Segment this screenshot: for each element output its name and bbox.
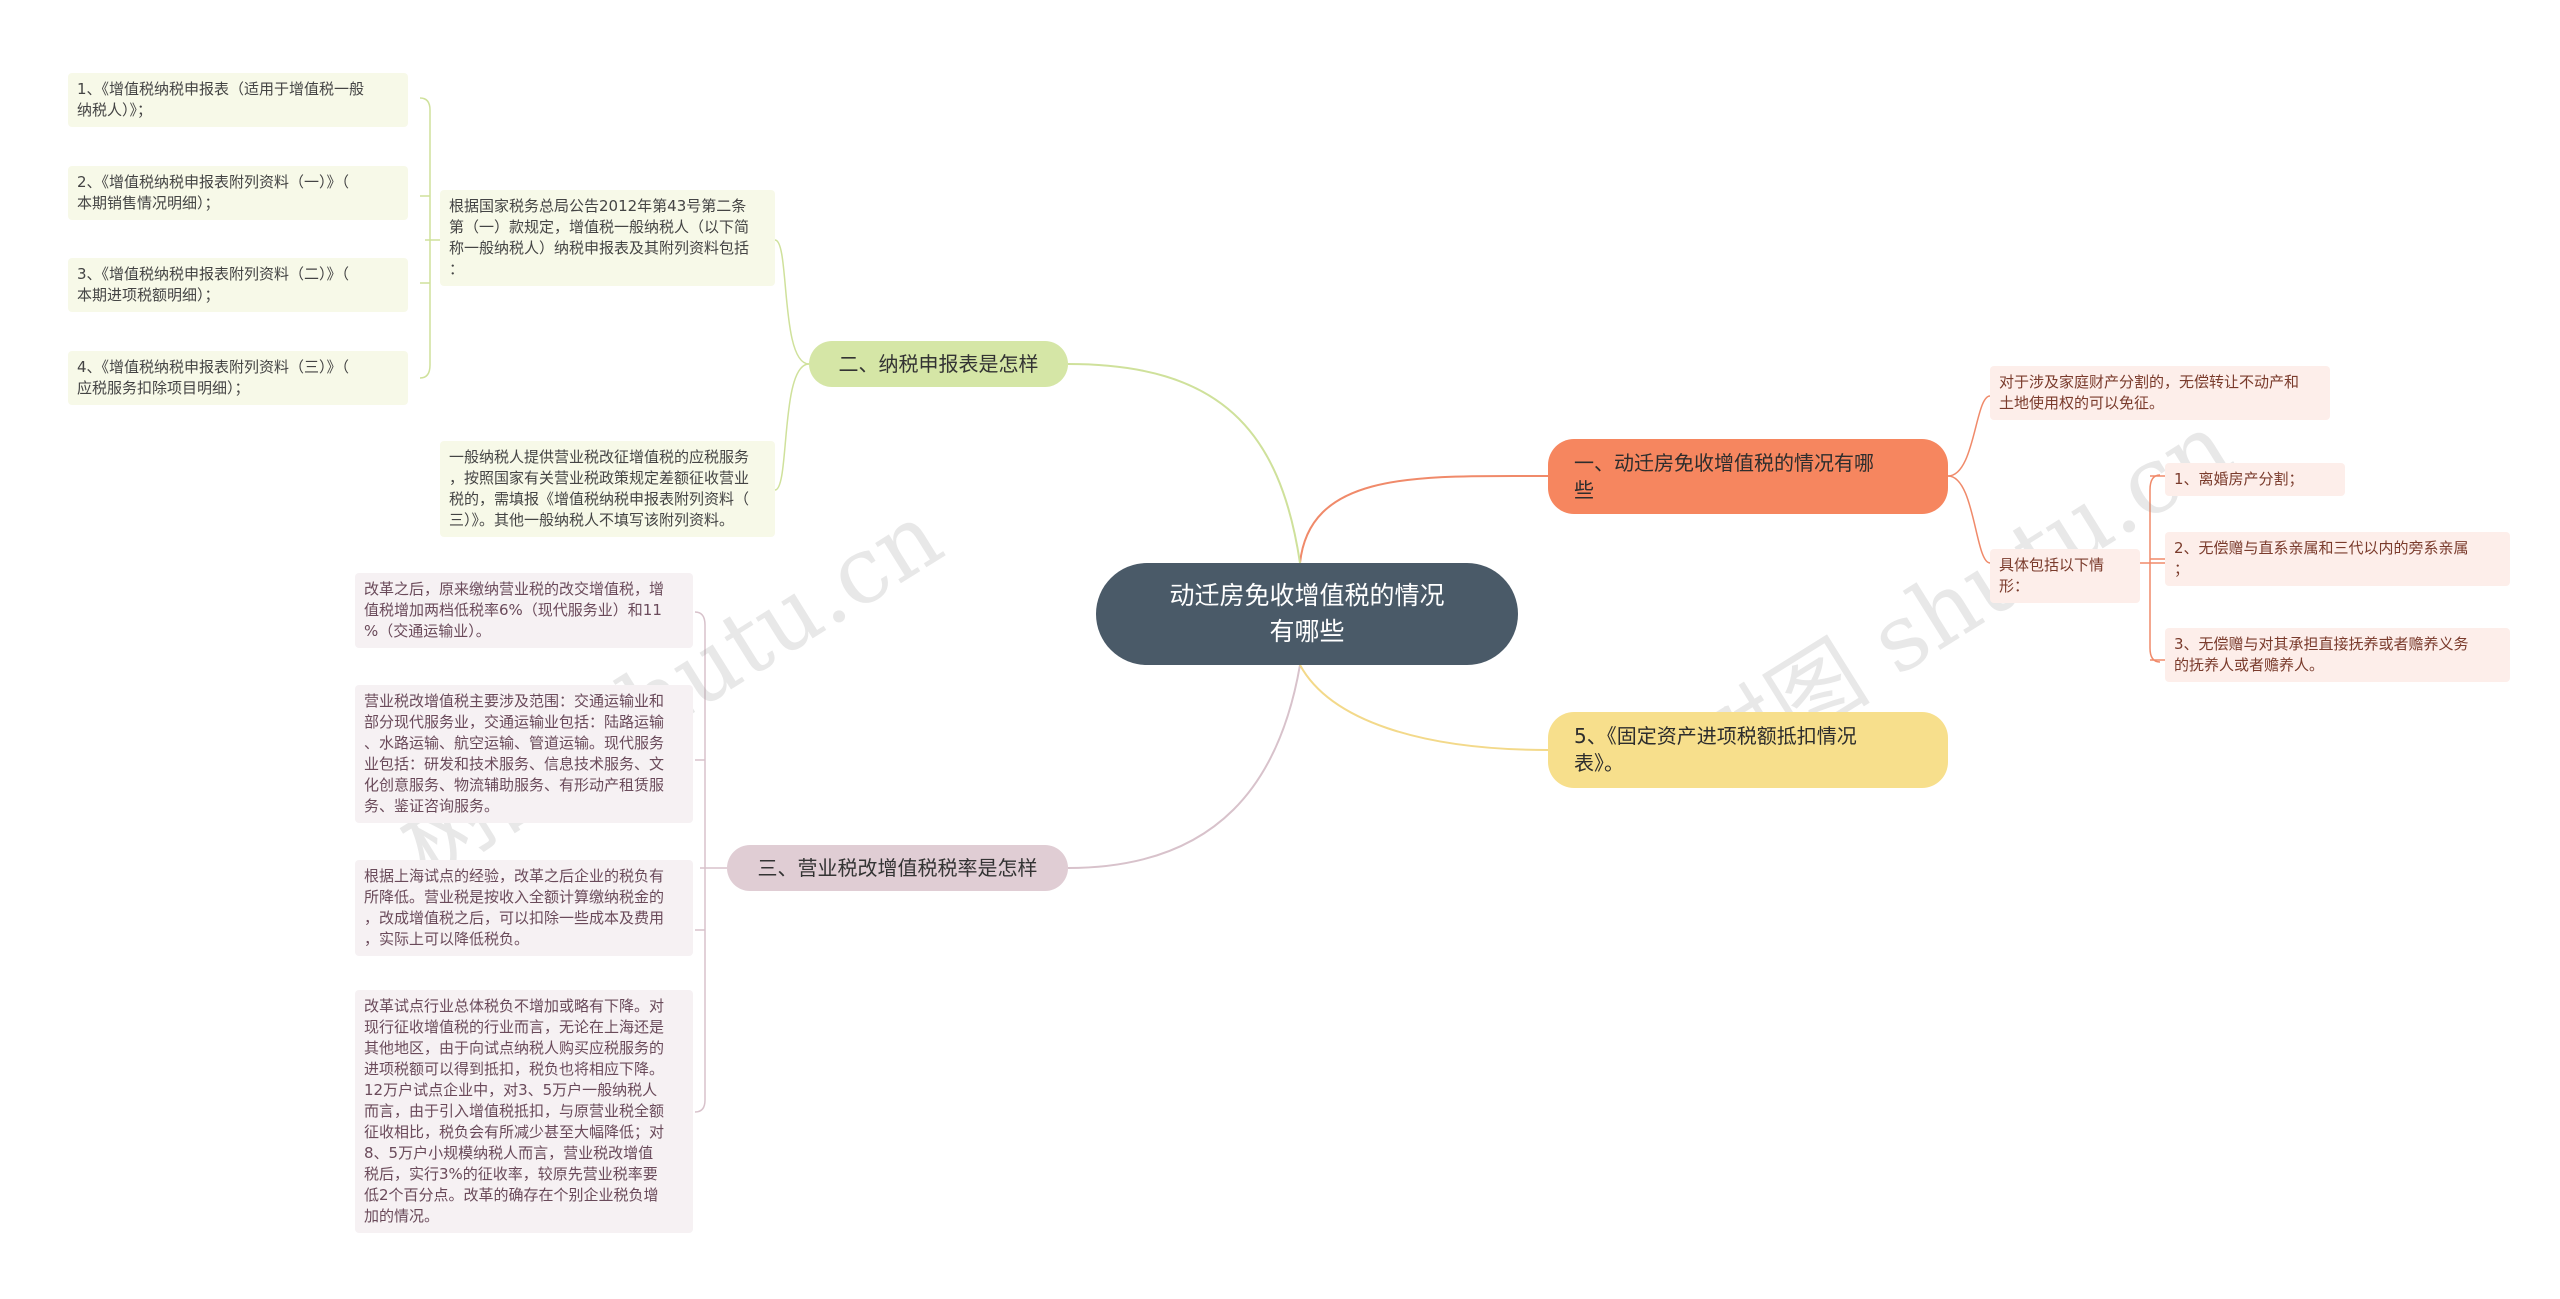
leaf-sheji-fanwei[interactable]: 营业税改增值税主要涉及范围：交通运输业和 部分现代服务业，交通运输业包括：陆路运… <box>355 685 693 823</box>
leaf-shenbaobiao-2[interactable]: 2、《增值税纳税申报表附列资料（一）》（ 本期销售情况明细）； <box>68 166 408 220</box>
edge-b2-c1 <box>774 239 810 365</box>
edge-c1-items <box>419 97 440 379</box>
edge-root-b5 <box>1299 664 1549 751</box>
leaf-gaige-zhihou[interactable]: 改革之后，原来缴纳营业税的改交增值税，增 值税增加两档低税率6%（现代服务业）和… <box>355 573 693 648</box>
leaf-yingshui-fuwu[interactable]: 一般纳税人提供营业税改征增值税的应税服务 ，按照国家有关营业税政策规定差额征收营… <box>440 441 775 537</box>
leaf-juti-qingxing[interactable]: 具体包括以下情形： <box>1990 549 2140 603</box>
root-topic[interactable]: 动迁房免收增值税的情况 有哪些 <box>1096 563 1518 665</box>
leaf-qingxing-1[interactable]: 1、离婚房产分割； <box>2165 463 2345 496</box>
leaf-qingxing-2[interactable]: 2、无偿赠与直系亲属和三代以内的旁系亲属 ； <box>2165 532 2510 586</box>
branch-dongqianfang-mianzheng[interactable]: 一、动迁房免收增值税的情况有哪 些 <box>1548 439 1948 514</box>
leaf-shenbaobiao-1[interactable]: 1、《增值税纳税申报表（适用于增值税一般 纳税人）》； <box>68 73 408 127</box>
leaf-gonggao-2012[interactable]: 根据国家税务总局公告2012年第43号第二条 第（一）款规定，增值税一般纳税人（… <box>440 190 775 286</box>
leaf-shenbaobiao-4[interactable]: 4、《增值税纳税申报表附列资料（三）》（ 应税服务扣除项目明细）； <box>68 351 408 405</box>
branch-yinggaizeng-shuilv[interactable]: 三、营业税改增值税税率是怎样 <box>727 845 1068 891</box>
edge-b1-c1 <box>1947 395 1991 477</box>
edge-root-b2 <box>1067 363 1301 564</box>
leaf-shenbaobiao-3[interactable]: 3、《增值税纳税申报表附列资料（二）》（ 本期进项税额明细）； <box>68 258 408 312</box>
leaf-shuifu-bianhua[interactable]: 改革试点行业总体税负不增加或略有下降。对 现行征收增值税的行业而言，无论在上海还… <box>355 990 693 1233</box>
leaf-shanghai-shidian[interactable]: 根据上海试点的经验，改革之后企业的税负有 所降低。营业税是按收入全额计算缴纳税金… <box>355 860 693 956</box>
branch-gudingzichan-biao[interactable]: 5、《固定资产进项税额抵扣情况 表》。 <box>1548 712 1948 788</box>
branch-nashui-shenbaobiao[interactable]: 二、纳税申报表是怎样 <box>809 341 1068 387</box>
edge-root-b1 <box>1299 474 1549 564</box>
edge-root-b3 <box>1067 664 1301 869</box>
edge-b2-c2 <box>774 363 810 491</box>
leaf-qingxing-3[interactable]: 3、无偿赠与对其承担直接抚养或者赡养义务 的抚养人或者赡养人。 <box>2165 628 2510 682</box>
leaf-jiating-caichan[interactable]: 对于涉及家庭财产分割的，无偿转让不动产和 土地使用权的可以免征。 <box>1990 366 2330 420</box>
